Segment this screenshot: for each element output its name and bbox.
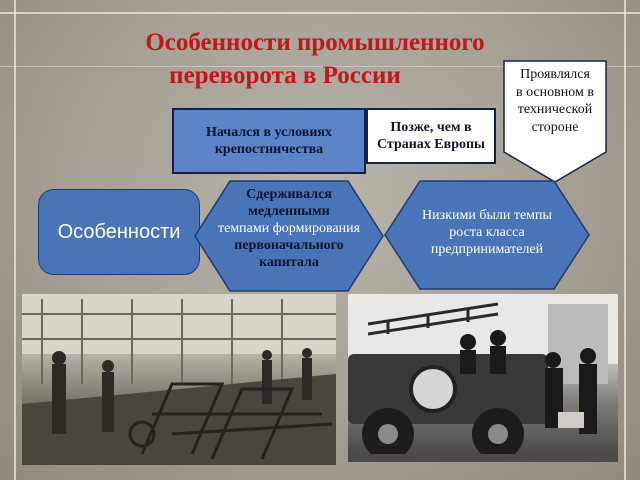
feature-technical-side: Проявлялся в основном в технической стор… [503, 60, 607, 184]
feature-later-line: Странах Европы [376, 137, 485, 152]
feature-technical-line: стороне [531, 119, 579, 135]
feature-slow-capital: Сдерживался медленными темпами формирова… [194, 180, 384, 292]
feature-central-node: Особенности [38, 189, 200, 275]
feature-capital-line: Сдерживался [246, 187, 332, 202]
hexagon-shape [194, 180, 384, 292]
feature-technical-line: Проявлялся [520, 67, 590, 82]
feature-technical-line: в основном в [516, 84, 594, 100]
page-title: Особенности промышленного переворота в Р… [80, 26, 550, 92]
feature-later-than-europe: Позже, чем в Странах Европы [366, 108, 496, 164]
hexagon-shape [384, 180, 590, 290]
vehicle-illustration [348, 294, 618, 462]
feature-later-line: Позже, чем в [390, 120, 472, 135]
feature-capital-line: темпами формирования [217, 221, 361, 236]
feature-capital-line: капитала [259, 255, 319, 270]
feature-technical-line: технической [517, 102, 593, 117]
feature-serfdom: Начался в условиях крепостничества [172, 108, 366, 174]
pentagon-shape [503, 60, 607, 183]
feature-serfdom-line: Начался в условиях [205, 125, 333, 140]
feature-capital-line: первоначального [234, 238, 344, 253]
feature-entrepreneurs-line: Низкими были темпы [422, 208, 552, 223]
frame-line-top [0, 12, 640, 14]
frame-line-right [624, 0, 626, 480]
frame-line-mid [0, 66, 640, 67]
feature-serfdom-line: крепостничества [214, 142, 324, 157]
feature-entrepreneurs-line: предпринимателей [430, 242, 544, 257]
feature-capital-line: медленными [248, 204, 330, 219]
feature-entrepreneurs-line: роста класса [449, 225, 525, 240]
title-line-1: Особенности промышленного [145, 29, 485, 56]
factory-workshop-photo [22, 294, 336, 465]
title-line-2: переворота в России [169, 62, 401, 89]
frame-line-left [14, 0, 16, 480]
feature-central-label: Особенности [57, 220, 181, 243]
vintage-vehicle-photo [348, 294, 618, 462]
feature-entrepreneurs: Низкими были темпы роста класса предприн… [384, 180, 590, 290]
factory-illustration [22, 294, 336, 465]
